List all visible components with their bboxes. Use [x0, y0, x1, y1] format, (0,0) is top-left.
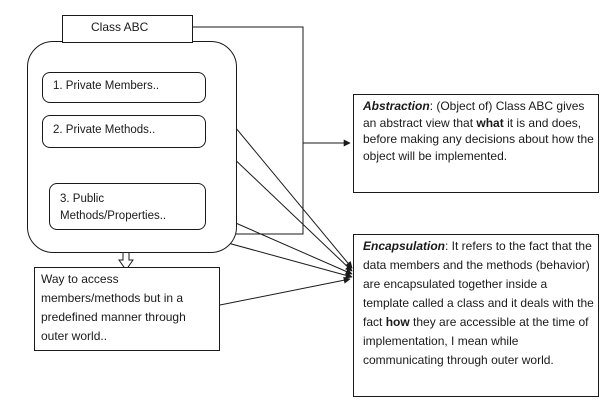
encapsulation-text-2: they are accessible at the time of imple…: [363, 315, 589, 367]
private-members-box: 1. Private Members..: [42, 72, 206, 103]
title-to-abstraction-connector: [193, 26, 351, 147]
encapsulation-how: how: [385, 315, 410, 329]
encapsulation-term: Encapsulation: [363, 239, 446, 253]
private-methods-box: 2. Private Methods..: [42, 115, 206, 148]
abstraction-what: what: [476, 115, 504, 130]
encapsulation-text-1: : It refers to the fact that the data me…: [363, 239, 594, 329]
class-title-text: Class ABC: [91, 20, 149, 34]
public-methods-box: 3. Public Methods/Properties..: [49, 183, 206, 230]
abstraction-text-1: : (Object of) Class ABC gives an abstrac…: [363, 99, 585, 130]
private-members-text: 1. Private Members..: [53, 80, 160, 92]
abstraction-box: Abstraction: (Object of) Class ABC gives…: [353, 94, 599, 193]
class-title: Class ABC: [62, 15, 193, 43]
access-note-text: Way to access members/methods but in a p…: [41, 272, 186, 343]
private-methods-text: 2. Private Methods..: [53, 124, 156, 136]
class-to-abstraction-connector: [236, 143, 304, 235]
public-methods-line-1: 3. Public: [60, 193, 105, 205]
access-to-encapsulation-connector: [219, 276, 351, 306]
abstraction-term: Abstraction: [363, 99, 430, 113]
access-note-box: Way to access members/methods but in a p…: [34, 267, 220, 351]
encapsulation-box: Encapsulation: It refers to the fact tha…: [353, 234, 599, 397]
abstraction-text-2: it is and does, before making any decisi…: [363, 115, 594, 163]
public-methods-line-2: Methods/Properties..: [60, 210, 167, 222]
